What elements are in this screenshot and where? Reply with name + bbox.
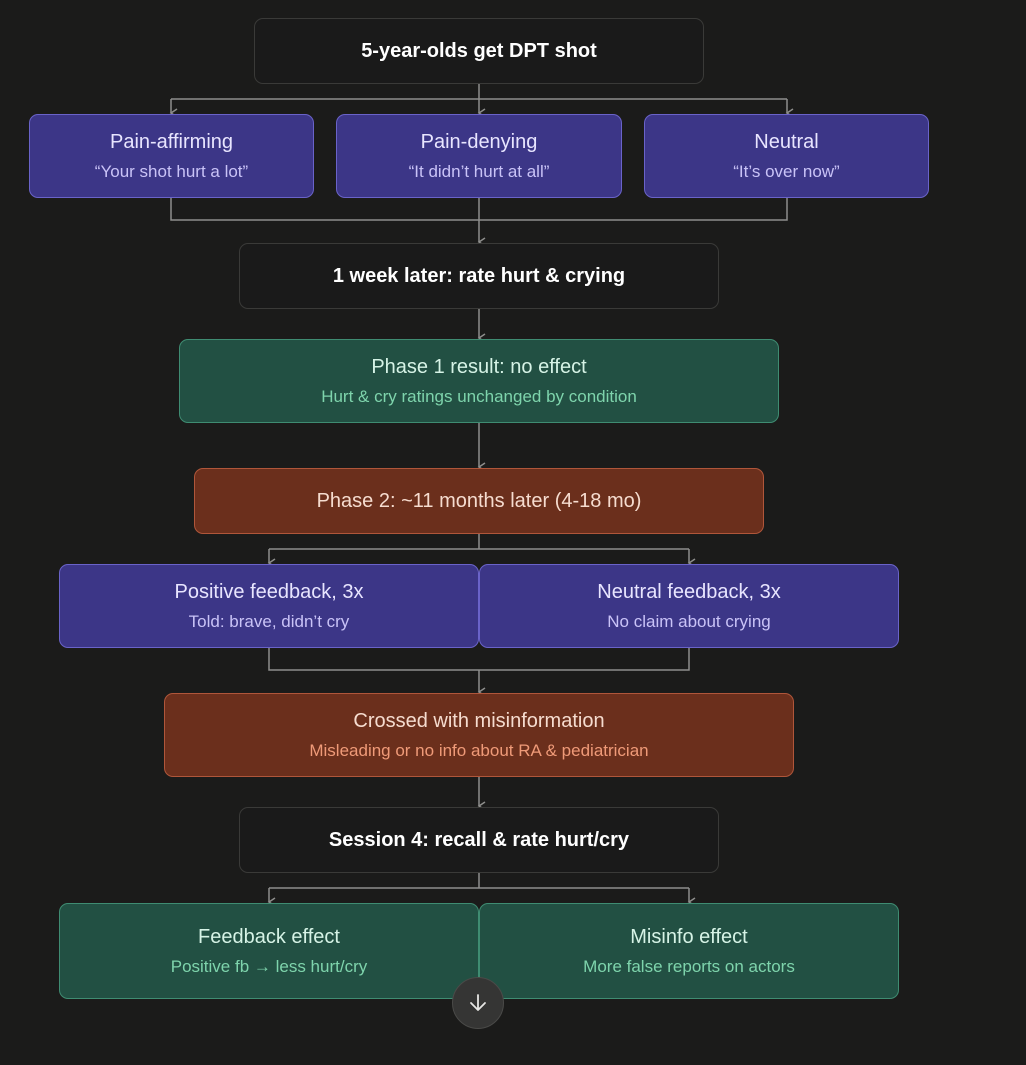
node-misinformation-title: Crossed with misinformation xyxy=(353,709,605,732)
connector-phase2-split xyxy=(269,534,689,550)
node-start: 5-year-olds get DPT shot xyxy=(254,18,704,84)
node-neutral-feedback-subtitle: No claim about crying xyxy=(607,611,771,631)
node-phase2-title: Phase 2: ~11 months later (4-18 mo) xyxy=(316,490,642,512)
node-session4: Session 4: recall & rate hurt/cry xyxy=(239,807,719,873)
connector-session4-split xyxy=(269,873,689,889)
node-phase1-title: Phase 1 result: no effect xyxy=(371,355,587,378)
node-neutral-feedback-title: Neutral feedback, 3x xyxy=(597,580,781,603)
node-neutral-title: Neutral xyxy=(754,130,819,153)
node-misinfo-effect-title: Misinfo effect xyxy=(630,925,748,948)
node-pain-denying-subtitle: “It didn’t hurt at all” xyxy=(408,161,550,181)
node-phase1-subtitle: Hurt & cry ratings unchanged by conditio… xyxy=(321,386,637,406)
node-pain-denying-title: Pain-denying xyxy=(420,130,538,153)
node-feedback-effect-title: Feedback effect xyxy=(198,925,340,948)
node-positive-feedback-subtitle: Told: brave, didn’t cry xyxy=(188,611,350,631)
node-session4-title: Session 4: recall & rate hurt/cry xyxy=(328,829,630,851)
node-misinfo-effect: Misinfo effect More false reports on act… xyxy=(479,903,899,999)
connector-feedback-merge xyxy=(268,648,690,671)
node-pain-affirming-subtitle: “Your shot hurt a lot” xyxy=(94,161,249,181)
node-week-later: 1 week later: rate hurt & crying xyxy=(239,243,719,309)
node-neutral: Neutral “It’s over now” xyxy=(644,114,929,198)
connector-start-split xyxy=(171,84,787,100)
node-start-title: 5-year-olds get DPT shot xyxy=(361,40,597,62)
node-feedback-effect-subtitle: Positive fb → less hurt/cry xyxy=(170,956,368,976)
node-pain-denying: Pain-denying “It didn’t hurt at all” xyxy=(336,114,622,198)
node-pain-affirming-title: Pain-affirming xyxy=(109,130,234,153)
node-positive-feedback-title: Positive feedback, 3x xyxy=(174,580,364,603)
node-pain-affirming: Pain-affirming “Your shot hurt a lot” xyxy=(29,114,314,198)
node-neutral-subtitle: “It’s over now” xyxy=(733,161,840,181)
node-feedback-effect: Feedback effect Positive fb → less hurt/… xyxy=(59,903,479,999)
node-neutral-feedback: Neutral feedback, 3x No claim about cryi… xyxy=(479,564,899,648)
node-phase2: Phase 2: ~11 months later (4-18 mo) xyxy=(194,468,764,534)
connector-conditions-merge xyxy=(170,198,788,221)
node-positive-feedback: Positive feedback, 3x Told: brave, didn’… xyxy=(59,564,479,648)
node-misinfo-effect-subtitle: More false reports on actors xyxy=(583,956,795,976)
node-week-later-title: 1 week later: rate hurt & crying xyxy=(332,265,626,287)
scroll-down-button[interactable] xyxy=(452,977,504,1029)
node-misinformation-subtitle: Misleading or no info about RA & pediatr… xyxy=(309,740,649,760)
arrow-down-icon xyxy=(470,994,486,1011)
node-phase1: Phase 1 result: no effect Hurt & cry rat… xyxy=(179,339,779,423)
node-misinformation: Crossed with misinformation Misleading o… xyxy=(164,693,794,777)
